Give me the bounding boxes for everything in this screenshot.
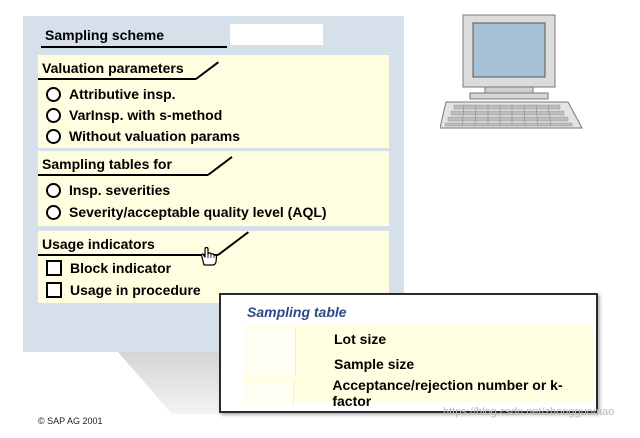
checkbox[interactable]	[46, 282, 62, 298]
radio-varinsp[interactable]: VarInsp. with s-method	[46, 107, 222, 123]
checkbox-label: Block indicator	[70, 260, 172, 276]
sampling-tables-header: Sampling tables for	[42, 156, 172, 172]
radio-severity-aql[interactable]: Severity/acceptable quality level (AQL)	[46, 204, 327, 220]
group-header-line	[38, 174, 208, 176]
sampling-scheme-input[interactable]	[230, 24, 323, 45]
radio-insp-severities[interactable]: Insp. severities	[46, 182, 170, 198]
valuation-parameters-header: Valuation parameters	[42, 60, 184, 76]
checkbox[interactable]	[46, 260, 62, 276]
lot-size-field[interactable]	[243, 327, 296, 351]
popup-title: Sampling table	[247, 304, 347, 320]
watermark-text: https://blog.csdn.net/zhongguomao	[443, 406, 615, 418]
radio-label: Insp. severities	[69, 182, 171, 198]
radio-button[interactable]	[46, 182, 61, 198]
sample-size-field[interactable]	[243, 352, 296, 376]
radio-label: Without valuation params	[69, 128, 241, 144]
group-header-slash	[195, 61, 219, 80]
radio-without-valuation[interactable]: Without valuation params	[46, 128, 240, 144]
computer-icon	[439, 12, 585, 137]
acceptance-field[interactable]	[243, 381, 295, 405]
group-header-line	[38, 254, 218, 256]
checkbox-block-indicator[interactable]: Block indicator	[46, 260, 171, 276]
group-header-line	[38, 78, 196, 80]
radio-button[interactable]	[46, 204, 61, 220]
lot-size-label: Lot size	[334, 331, 387, 347]
hand-cursor-icon	[198, 245, 220, 272]
usage-indicators-group: Usage indicators Block indicator Usage i…	[38, 231, 389, 303]
radio-label: Severity/acceptable quality level (AQL)	[69, 204, 327, 220]
radio-attributive[interactable]: Attributive insp.	[46, 86, 176, 102]
copyright-footer: © SAP AG 2001	[38, 416, 103, 426]
usage-indicators-header: Usage indicators	[42, 236, 155, 252]
popup-body: Lot size Sample size Acceptance/rejectio…	[243, 325, 593, 409]
radio-button[interactable]	[46, 86, 61, 102]
acceptance-label: Acceptance/rejection number or k-factor	[332, 377, 563, 409]
group-header-slash	[217, 231, 249, 256]
sample-size-label: Sample size	[334, 356, 415, 372]
acceptance-row: Acceptance/rejection number or k-factor	[243, 377, 593, 409]
checkbox-usage-in-procedure[interactable]: Usage in procedure	[46, 282, 201, 298]
lot-size-row: Lot size	[243, 327, 386, 351]
checkbox-label: Usage in procedure	[70, 282, 201, 298]
radio-label: Attributive insp.	[69, 86, 176, 102]
radio-label: VarInsp. with s-method	[69, 107, 223, 123]
sampling-table-popup: Sampling table Lot size Sample size Acce…	[219, 293, 598, 413]
radio-button[interactable]	[46, 128, 61, 144]
sampling-tables-group: Sampling tables for Insp. severities Sev…	[38, 151, 389, 226]
group-header-slash	[207, 156, 233, 176]
valuation-parameters-group: Valuation parameters Attributive insp. V…	[38, 55, 389, 148]
sampling-scheme-label: Sampling scheme	[45, 27, 165, 43]
radio-button[interactable]	[46, 107, 61, 123]
sample-size-row: Sample size	[243, 352, 414, 376]
title-underline	[41, 46, 227, 48]
